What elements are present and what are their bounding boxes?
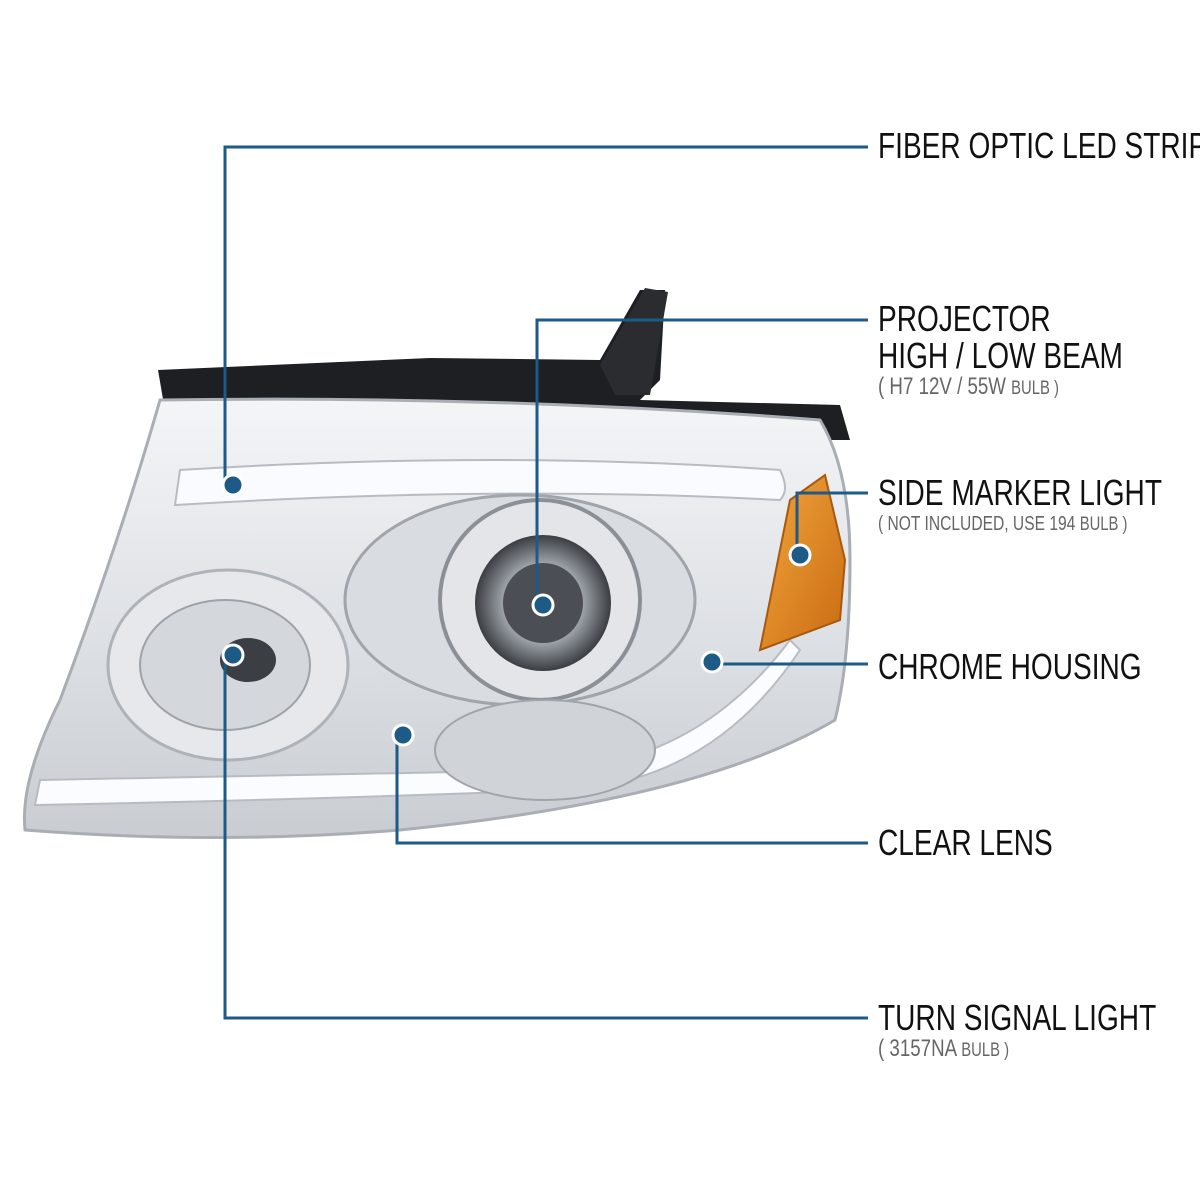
callout-dot-turn-signal (221, 643, 245, 667)
callout-dot-clear-lens (391, 723, 415, 747)
callout-fiber-optic: FIBER OPTIC LED STRIPS (878, 127, 1200, 164)
callout-title: PROJECTOR (878, 298, 1051, 339)
callout-title: CLEAR LENS (878, 822, 1053, 863)
callout-dot-side-marker (788, 543, 812, 567)
callout-spec: ( H7 12V / 55W (878, 373, 1006, 400)
callout-title: SIDE MARKER LIGHT (878, 472, 1162, 513)
callout-spec: ( 3157NA (878, 1035, 957, 1062)
callout-lines (223, 145, 868, 1020)
callout-turn-signal: TURN SIGNAL LIGHT ( 3157NA BULB ) (878, 999, 1156, 1064)
callout-dot-chrome-housing (700, 650, 724, 674)
callout-spec-suffix: BULB ) (1079, 514, 1128, 535)
callout-side-marker: SIDE MARKER LIGHT ( NOT INCLUDED, USE 19… (878, 474, 1162, 538)
callout-spec: ( NOT INCLUDED, USE 194 (878, 513, 1076, 535)
callout-chrome-housing: CHROME HOUSING (878, 648, 1142, 685)
fiber-optic-led-strip (173, 459, 786, 507)
callout-projector: PROJECTOR HIGH / LOW BEAM ( H7 12V / 55W… (878, 300, 1123, 402)
callout-spec-suffix: BULB ) (1011, 378, 1059, 399)
callout-title: FIBER OPTIC LED STRIPS (878, 125, 1200, 166)
callout-title: CHROME HOUSING (878, 646, 1142, 687)
callout-dot-fiber-optic (221, 473, 245, 497)
callout-clear-lens: CLEAR LENS (878, 824, 1053, 861)
callout-dot-projector (531, 593, 555, 617)
callout-title: HIGH / LOW BEAM (878, 335, 1123, 376)
callout-title: TURN SIGNAL LIGHT (878, 997, 1157, 1038)
callout-spec-suffix: BULB ) (961, 1040, 1010, 1061)
